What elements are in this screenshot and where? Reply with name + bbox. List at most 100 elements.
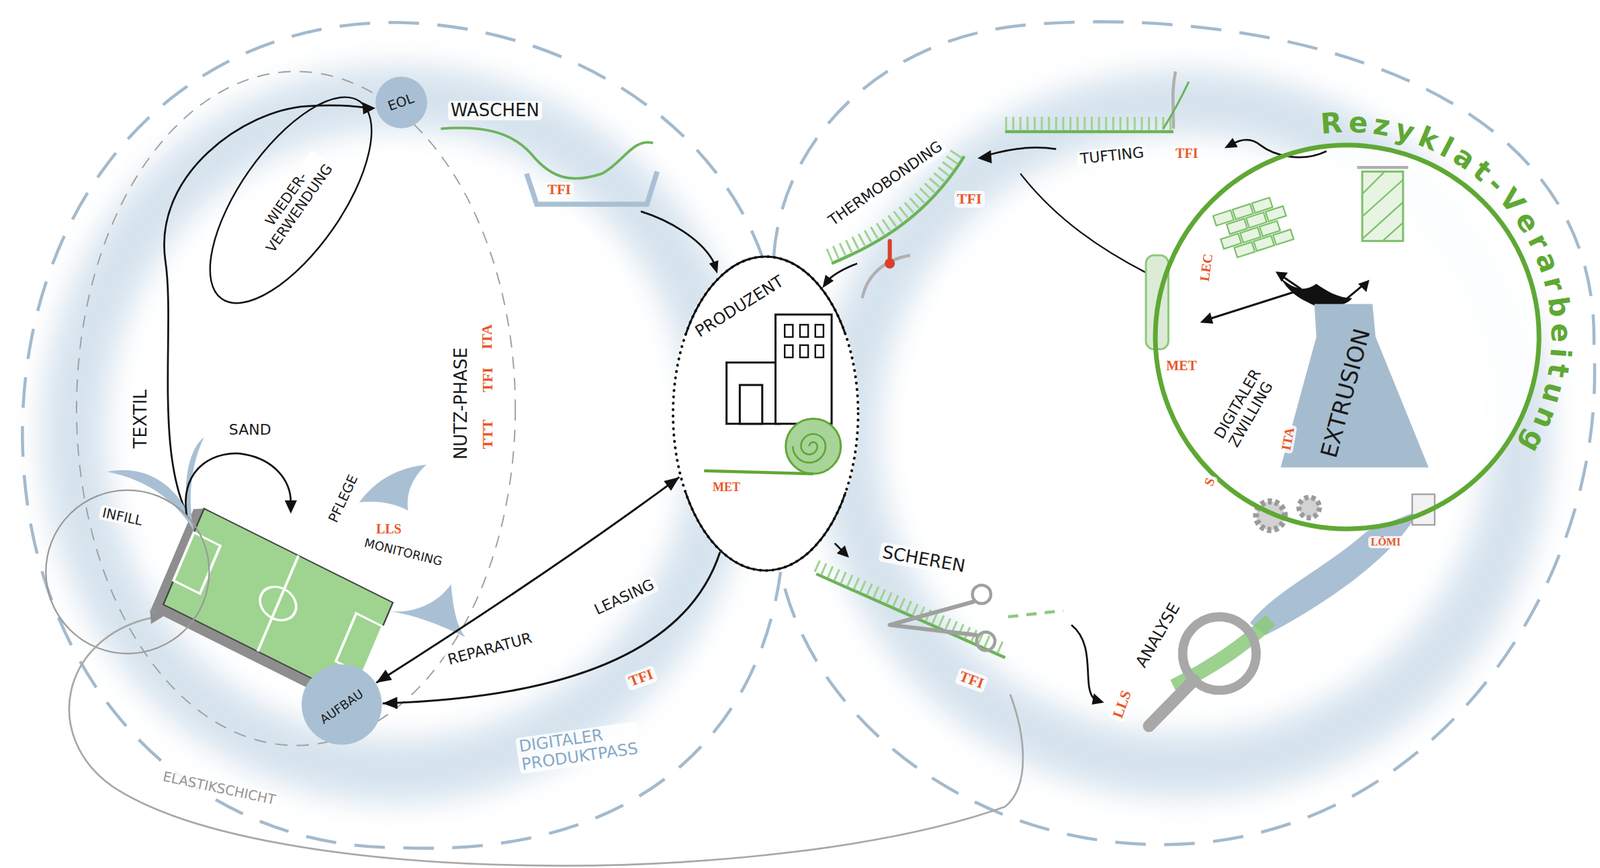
- magnifier: [1149, 679, 1195, 726]
- glow-band: [73, 96, 723, 771]
- thermometer: [887, 241, 893, 260]
- heading-letter: i: [1544, 347, 1577, 360]
- node-ring: [1155, 145, 1539, 529]
- turf-strand: [440, 127, 653, 179]
- sand-arrow: [185, 453, 291, 516]
- split-arrow: [1281, 275, 1302, 289]
- step-label: MONITORING: [360, 535, 447, 569]
- connector-label: REPARATUR: [443, 629, 537, 670]
- institute-tag: ITA: [479, 321, 497, 353]
- scissors: [976, 632, 995, 651]
- building: [775, 314, 833, 424]
- step-label: ELASTIKSCHICHT: [159, 768, 280, 809]
- turf-comb: [1004, 116, 1174, 131]
- split-arrow: [1344, 284, 1363, 301]
- scissors: [972, 585, 991, 604]
- connector-label: LEASING: [589, 574, 660, 620]
- turf-comb: [816, 565, 1005, 650]
- end-of-life-circle: EOL: [374, 75, 428, 129]
- arrowhead: [663, 476, 680, 491]
- building: [726, 362, 780, 424]
- heading-letter: a: [1529, 247, 1566, 277]
- fabric-cell: [1233, 241, 1255, 258]
- flow-arrow: [988, 147, 1057, 156]
- step-label: TEXTIL: [130, 386, 151, 451]
- split-arrow: [1207, 292, 1294, 320]
- building-window: [815, 324, 824, 337]
- institute-tag: TFI: [479, 364, 497, 395]
- yarn: [1163, 81, 1189, 129]
- step-label: TUFTING: [1076, 144, 1148, 168]
- step-label: PFLEGE: [324, 469, 363, 527]
- producer-ellipse: PRODUZENTMET: [671, 255, 860, 572]
- turf-roll: [785, 418, 841, 474]
- institute-tag: LÖMI: [1368, 536, 1404, 549]
- step-label: WASCHEN: [448, 100, 543, 121]
- arrowhead: [284, 500, 297, 514]
- institute-tag: LLS: [1108, 685, 1136, 723]
- loop-dashed: [22, 22, 781, 848]
- cut-fibres: [1008, 610, 1064, 617]
- elastic-layer-path: [69, 617, 1024, 866]
- flow-connector: [376, 476, 680, 683]
- fabric-cell: [1253, 235, 1275, 252]
- yarn-line: [1020, 173, 1148, 274]
- institute-tag: LLS: [373, 521, 405, 537]
- institute-tag: TFI: [954, 667, 989, 693]
- building-window: [784, 345, 793, 358]
- heading-letter: b: [1542, 294, 1577, 320]
- heading-letter: u: [1535, 379, 1572, 408]
- node-ellipse-arc: [685, 491, 846, 571]
- fabric-pattern: [1213, 194, 1294, 260]
- heading-letter: R: [1319, 106, 1345, 140]
- arrowhead: [1224, 137, 1238, 148]
- step-label: DIGITALER PRODUKTPASS: [515, 720, 642, 774]
- arrowhead: [1091, 693, 1104, 705]
- loop-dashed: [773, 21, 1595, 845]
- building-window: [815, 345, 824, 358]
- institute-tag: LEC: [1196, 249, 1216, 285]
- phase-dashed: [76, 71, 516, 745]
- yarn-spool: [1362, 171, 1404, 241]
- arrowhead: [1358, 279, 1370, 292]
- field-line: [257, 555, 299, 652]
- flow-connector: [382, 552, 721, 704]
- arrowhead: [822, 274, 834, 289]
- producer-ground: [671, 255, 860, 572]
- step-label: INFILL: [98, 504, 147, 529]
- arrowhead: [149, 609, 164, 624]
- step-label: SAND: [226, 421, 275, 439]
- yarn-spool: [1362, 171, 1404, 241]
- field-line: [173, 532, 221, 594]
- installation-circle: AUFBAU: [300, 663, 383, 746]
- heading-letter: r: [1537, 273, 1572, 295]
- institute-tag: TFI: [544, 182, 574, 199]
- institute-tag: TFI: [1172, 145, 1201, 161]
- arrowhead: [382, 696, 398, 709]
- heading-letter: e: [1348, 106, 1369, 140]
- step-label: SCHEREN: [877, 542, 970, 577]
- node-shape: [671, 255, 860, 572]
- infill-circle: [45, 490, 209, 654]
- building-window: [800, 324, 809, 337]
- extrusion-flask: EXTRUSION: [1275, 300, 1434, 472]
- institute-tag: TFI: [624, 664, 658, 691]
- institute-tag: TTT: [479, 416, 497, 452]
- building-door: [739, 384, 762, 424]
- heading-letter: z: [1371, 108, 1394, 143]
- turf-comb: [816, 573, 1005, 658]
- heading-letter: n: [1526, 403, 1564, 434]
- yarn: [1172, 71, 1176, 129]
- field-line: [255, 580, 302, 627]
- institute-tag: MET: [1163, 358, 1200, 373]
- recycling-ground: [1155, 145, 1539, 530]
- fabric-cell: [1272, 229, 1294, 245]
- flow-arrow: [640, 211, 715, 264]
- flow-arrow: [1071, 624, 1094, 698]
- heading-letter: g: [1515, 425, 1553, 459]
- arrowhead: [836, 545, 850, 558]
- arrowhead: [1275, 271, 1288, 282]
- step-label: DIGITALER ZWILLING: [1209, 364, 1280, 453]
- building-window: [800, 345, 809, 358]
- step-label: ANALYSE: [1131, 597, 1185, 673]
